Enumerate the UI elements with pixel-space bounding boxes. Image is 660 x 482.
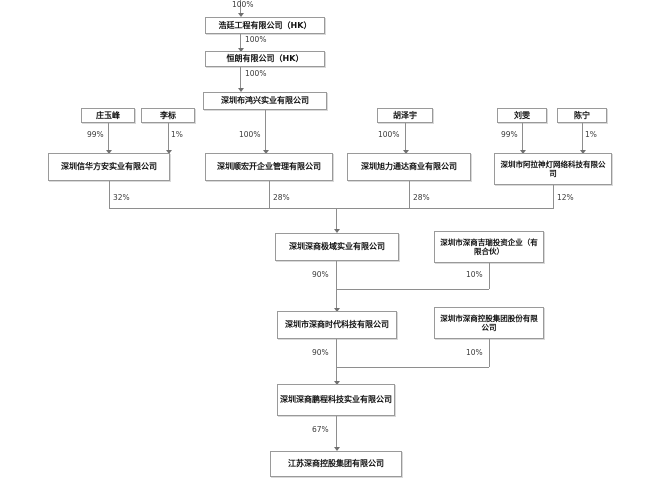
arrow-haoting-to-henglang [237,48,244,52]
edge-alashendeng-down [553,185,554,208]
pct-libiao: 1% [171,130,183,139]
edge-libiao-down [168,123,169,151]
arrow-bus-to-shidai [333,308,340,312]
node-pengcheng[interactable]: 深圳深商鹏程科技实业有限公司 [277,384,395,416]
node-zhuangyufeng[interactable]: 庄玉峰 [81,108,135,123]
arrow-bus-to-jiyu [333,229,340,233]
pct-konggu-group: 10% [466,348,483,357]
pct-buhongxing: 100% [239,130,261,139]
arrow-top-to-haoting [237,13,244,17]
edge-xulitongda-down [409,181,410,208]
edge-henglang-to-buhongxing [240,67,241,89]
pct-alashendeng: 12% [557,193,574,202]
node-konggu-group[interactable]: 深圳市深商控股集团股份有限公司 [434,307,544,339]
edge-owner-bus [109,208,554,209]
edge-bus-to-shidai [336,289,337,310]
node-alashendeng[interactable]: 深圳市阿拉神灯网络科技有限公司 [494,153,612,185]
pct-zhuangyufeng: 99% [87,130,104,139]
pct-huzeyu: 100% [378,130,400,139]
edge-jiyu-down [336,261,337,289]
arrow-libiao-down [165,150,172,154]
edge-bus-to-jiyu [336,208,337,231]
arrow-pengcheng-to-jiangsu [333,447,340,451]
arrow-huzeyu-down [402,150,409,154]
node-libiao[interactable]: 李标 [141,108,195,123]
arrow-bus-to-pengcheng [333,381,340,385]
node-chenning[interactable]: 陈宁 [557,108,607,123]
node-haoting[interactable]: 浩廷工程有限公司（HK） [205,17,325,34]
node-xinhuafangan[interactable]: 深圳信华方安实业有限公司 [48,153,170,181]
pct-top: 100% [232,0,254,9]
arrow-buhongxing-down [262,150,269,154]
pct-haoting-henglang: 100% [245,35,267,44]
edge-buhongxing-down [265,110,266,151]
pct-shidai: 90% [312,348,329,357]
edge-zhuangyufeng-down [108,123,109,151]
edge-shidai-bus [336,289,489,290]
edge-konggu-group-down [489,339,490,367]
edge-pengcheng-bus [336,367,489,368]
node-jirui[interactable]: 深圳市深商吉瑞投资企业（有限合伙） [434,231,544,263]
edge-huzeyu-down [405,123,406,151]
node-huzeyu[interactable]: 胡泽宇 [377,108,433,123]
node-xulitongda[interactable]: 深圳旭力通达商业有限公司 [347,153,471,181]
edge-liuwen-down [522,123,523,151]
node-jiangsu[interactable]: 江苏深商控股集团有限公司 [270,451,402,477]
pct-pengcheng: 67% [312,425,329,434]
node-jiyu[interactable]: 深圳深商极域实业有限公司 [275,233,399,261]
pct-liuwen: 99% [501,130,518,139]
node-buhongxing[interactable]: 深圳布鸿兴实业有限公司 [203,92,327,110]
edge-haoting-to-henglang [240,34,241,49]
pct-jiyu: 90% [312,270,329,279]
edge-chenning-down [582,123,583,151]
edge-xinhuafangan-down [109,181,110,208]
edge-top-to-haoting [240,0,241,14]
edge-shidai-down [336,339,337,367]
arrow-liuwen-down [519,150,526,154]
pct-xinhuafangan: 32% [113,193,130,202]
pct-jirui: 10% [466,270,483,279]
arrow-chenning-down [579,150,586,154]
edge-shunhongkai-down [269,181,270,208]
pct-henglang-buhongxing: 100% [245,69,267,78]
pct-chenning: 1% [585,130,597,139]
node-shunhongkai[interactable]: 深圳顺宏开企业管理有限公司 [205,153,333,181]
arrow-zhuangyufeng-down [105,150,112,154]
pct-shunhongkai: 28% [273,193,290,202]
arrow-henglang-to-buhongxing [237,88,244,92]
pct-xulitongda: 28% [413,193,430,202]
node-shidai[interactable]: 深圳市深商时代科技有限公司 [277,311,397,339]
edge-pengcheng-to-jiangsu [336,416,337,448]
edge-jirui-down [489,263,490,289]
node-liuwen[interactable]: 刘雯 [497,108,547,123]
node-henglang[interactable]: 恒朗有限公司（HK） [205,51,325,67]
edge-bus-to-pengcheng [336,367,337,383]
